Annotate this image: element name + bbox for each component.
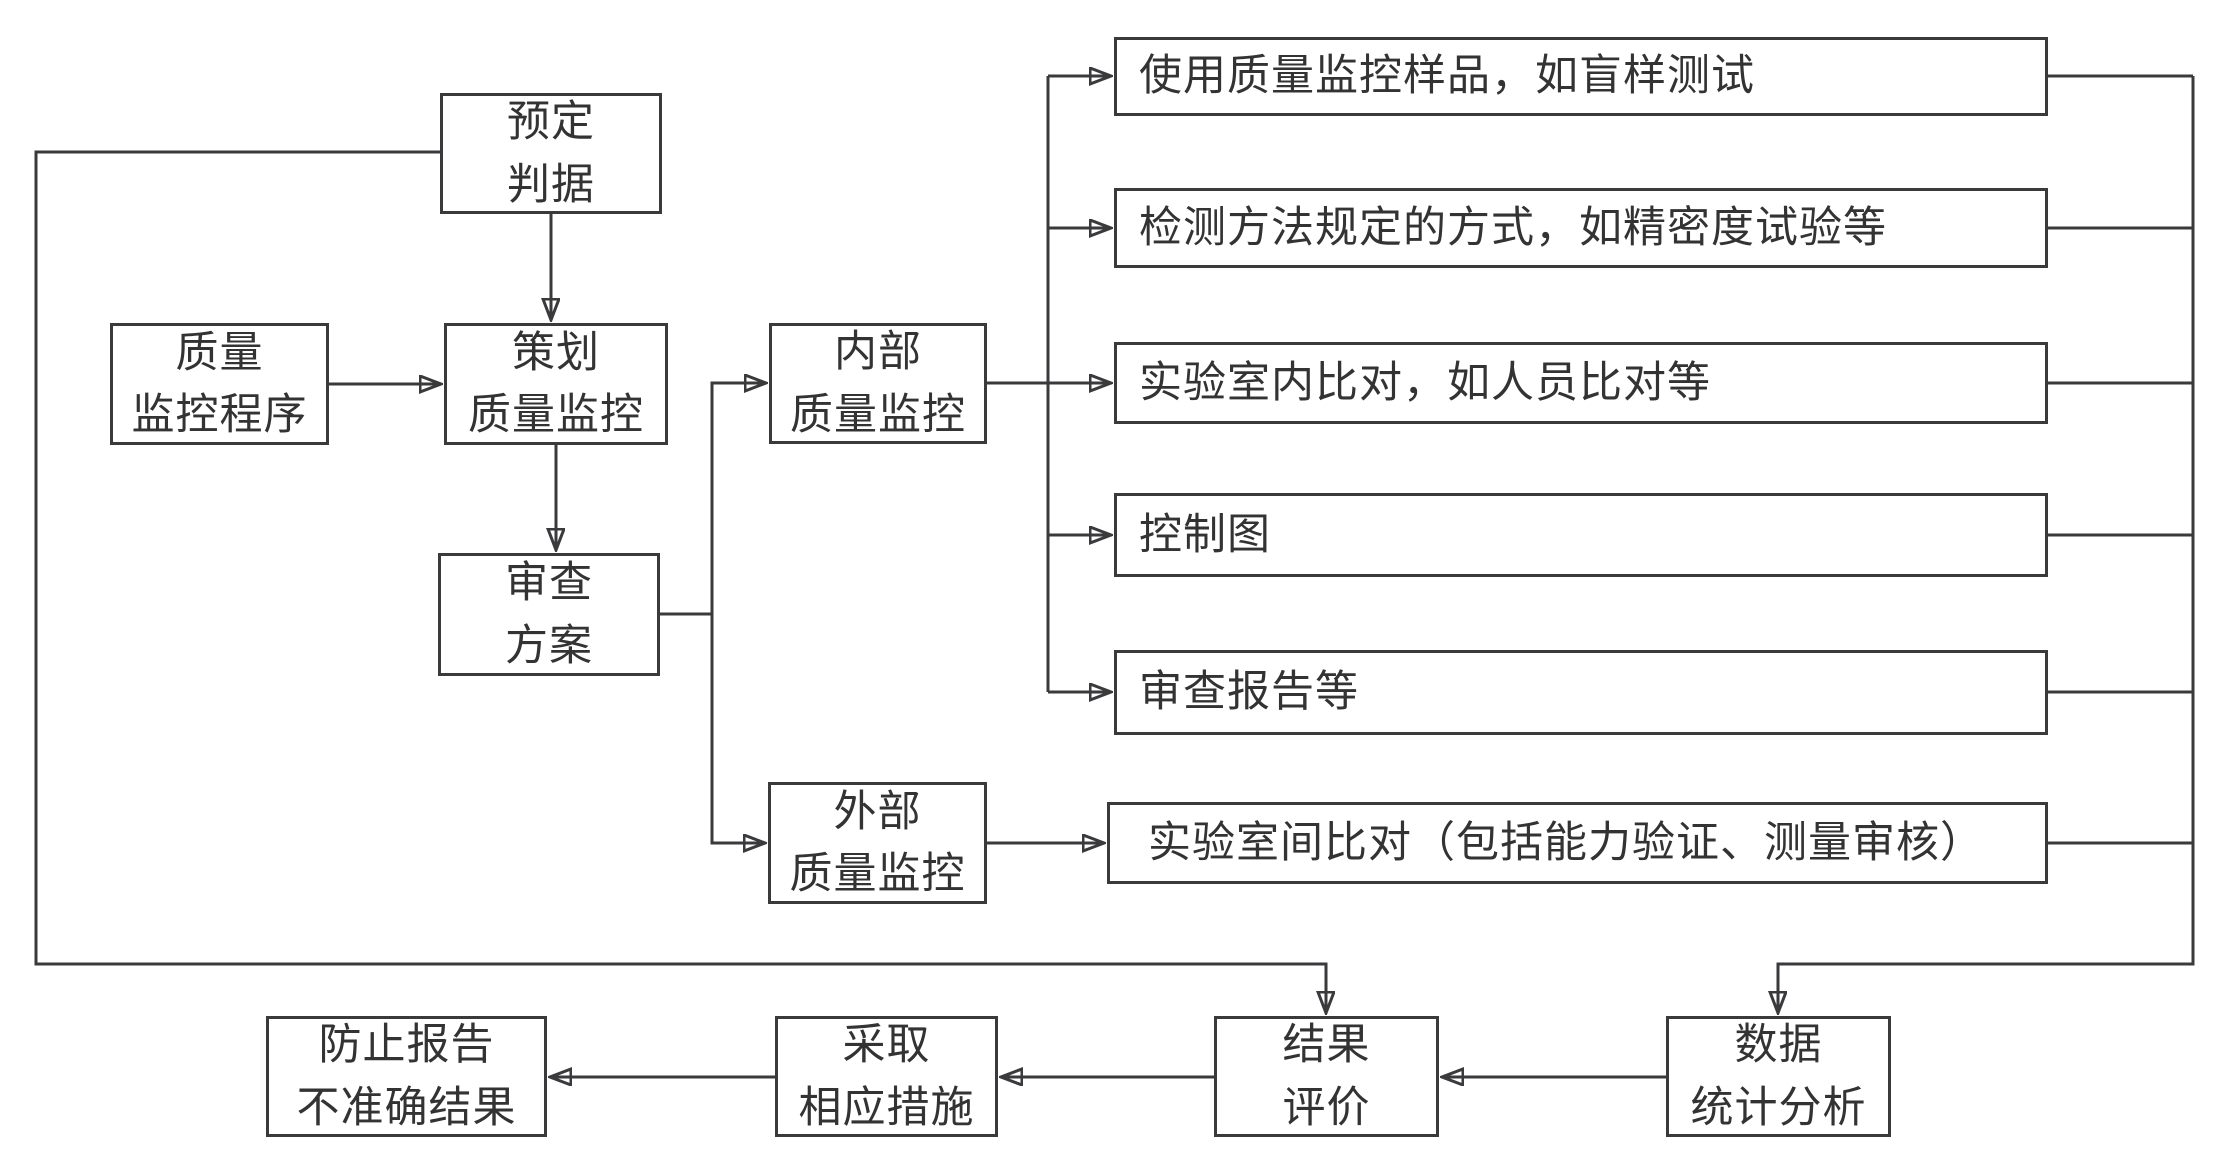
- node-external-method-interlab-comparison: 实验室间比对（包括能力验证、测量审核）: [1107, 802, 2048, 884]
- node-internal-quality-monitoring: 内部 质量监控: [769, 323, 987, 444]
- node-internal-method-blind-sample: 使用质量监控样品，如盲样测试: [1114, 37, 2048, 116]
- connector-review-to-internal: [660, 383, 766, 616]
- node-take-measures: 采取 相应措施: [775, 1016, 998, 1137]
- node-data-statistical-analysis: 数据 统计分析: [1666, 1016, 1891, 1137]
- node-plan-quality-monitoring: 策划 质量监控: [444, 323, 668, 445]
- node-quality-monitoring-program: 质量 监控程序: [110, 323, 329, 445]
- node-external-quality-monitoring: 外部 质量监控: [768, 782, 987, 904]
- connector-collector-to-analysis: [1778, 76, 2195, 1013]
- connector-review-to-external: [710, 614, 765, 843]
- node-result-evaluation: 结果 评价: [1214, 1016, 1439, 1137]
- connector-criteria-to-evaluation: [34, 150, 1326, 1013]
- node-internal-method-intralab-comparison: 实验室内比对，如人员比对等: [1114, 342, 2048, 424]
- node-internal-method-precision-test: 检测方法规定的方式，如精密度试验等: [1114, 188, 2048, 268]
- node-prevent-inaccurate-results: 防止报告 不准确结果: [266, 1016, 547, 1137]
- node-review-plan: 审查 方案: [438, 553, 660, 676]
- node-internal-method-review-reports: 审查报告等: [1114, 650, 2048, 735]
- node-predetermined-criteria: 预定 判据: [440, 93, 662, 214]
- node-internal-method-control-chart: 控制图: [1114, 493, 2048, 577]
